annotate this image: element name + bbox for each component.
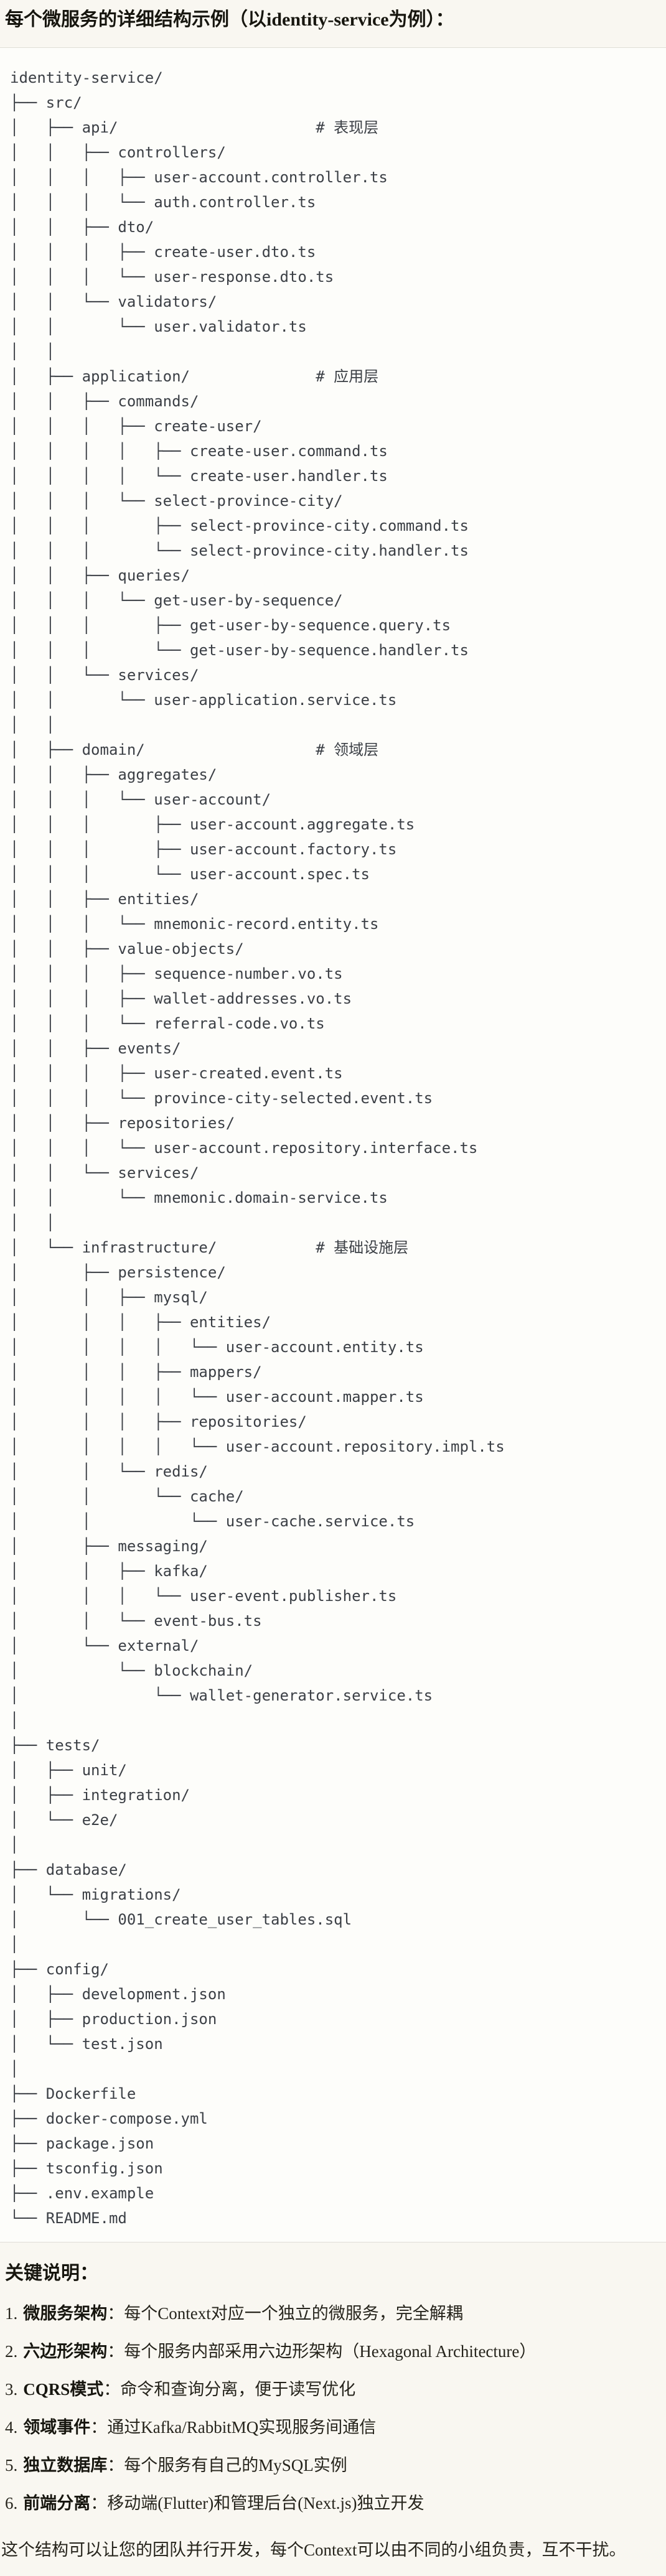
note-text: ：每个服务有自己的MySQL实例 [107,2456,347,2475]
note-item-2: 2. 六边形架构：每个服务内部采用六边形架构（Hexagonal Architec… [5,2340,661,2363]
note-number: 2. [5,2342,18,2361]
note-item-6: 6. 前端分离：移动端(Flutter)和管理后台(Next.js)独立开发 [5,2492,661,2514]
note-item-3: 3. CQRS模式：命令和查询分离，便于读写优化 [5,2378,661,2401]
note-text: ：每个服务内部采用六边形架构（Hexagonal Architecture） [107,2342,537,2361]
note-number: 4. [5,2418,18,2437]
note-item-1: 1. 微服务架构：每个Context对应一个独立的微服务，完全解耦 [5,2302,661,2325]
key-notes-section: 关键说明： 1. 微服务架构：每个Context对应一个独立的微服务，完全解耦 2… [1,2261,661,2561]
note-text: ：命令和查询分离，便于读写优化 [103,2380,356,2399]
note-term: 独立数据库 [23,2456,108,2475]
document-page: 每个微服务的详细结构示例（以identity-service为例）： ident… [0,7,666,2561]
note-number: 6. [5,2494,18,2513]
note-item-5: 5. 独立数据库：每个服务有自己的MySQL实例 [5,2454,661,2476]
note-term: 前端分离 [23,2494,91,2513]
notes-list: 1. 微服务架构：每个Context对应一个独立的微服务，完全解耦 2. 六边形架构… [5,2302,661,2514]
note-item-4: 4. 领域事件：通过Kafka/RabbitMQ实现服务间通信 [5,2416,661,2438]
note-number: 5. [5,2456,18,2475]
note-term: 微服务架构 [23,2304,108,2323]
note-number: 1. [5,2304,18,2323]
closing-note: 这个结构可以让您的团队并行开发，每个Context可以由不同的小组负责，互不干扰… [1,2541,626,2559]
note-term: 六边形架构 [23,2342,108,2361]
directory-tree-block: identity-service/ ├── src/ │ ├── api/ # … [0,47,666,2242]
note-text: ：通过Kafka/RabbitMQ实现服务间通信 [90,2418,377,2437]
note-text: ：每个Context对应一个独立的微服务，完全解耦 [107,2304,463,2323]
note-term: CQRS模式 [23,2380,104,2399]
note-term: 领域事件 [23,2418,91,2437]
page-title: 每个微服务的详细结构示例（以identity-service为例）： [5,9,454,30]
note-text: ：移动端(Flutter)和管理后台(Next.js)独立开发 [90,2494,424,2513]
notes-heading: 关键说明： [5,2263,98,2284]
note-number: 3. [5,2380,18,2399]
directory-tree: identity-service/ ├── src/ │ ├── api/ # … [10,69,505,2227]
